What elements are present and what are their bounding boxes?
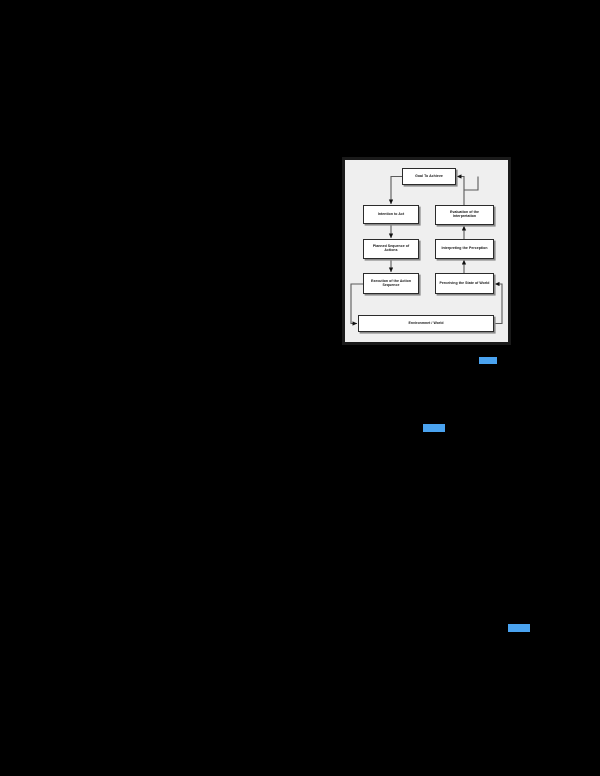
text-fragment-1 (479, 357, 497, 364)
text-fragment-3 (508, 624, 530, 632)
node-intention-label: Intention to Act (377, 211, 405, 216)
node-execution-label: Execution of the Action Sequence (370, 278, 412, 287)
figure-action-perception-cycle: Goal To Achieve Intention to Act Evaluat… (342, 157, 511, 345)
node-planned-label: Planned Sequence of Actions (372, 244, 410, 252)
node-environment-label: Environmnet / World (408, 320, 444, 325)
node-environment-world: Environmnet / World (358, 315, 494, 332)
node-execution-of-action-sequence: Execution of the Action Sequence (363, 273, 419, 294)
node-intention-to-act: Intention to Act (363, 205, 419, 224)
figure-inner-canvas: Goal To Achieve Intention to Act Evaluat… (345, 160, 508, 342)
node-goal-label: Goal To Achieve (415, 173, 443, 178)
node-perceiving-label: Perceiving the State of World (439, 280, 490, 285)
text-fragment-2 (423, 424, 445, 432)
node-goal-to-achieve: Goal To Achieve (402, 168, 456, 185)
node-interpreting-the-perception: Interpreting the Perception (435, 239, 494, 259)
node-perceiving-state-of-world: Perceiving the State of World (435, 273, 494, 294)
node-evaluation-of-interpretation: Evaluation of the Interpretation (435, 205, 494, 225)
node-evaluation-label: Evaluation of the Interpretation (449, 210, 480, 218)
node-interpreting-label: Interpreting the Perception (441, 246, 488, 251)
flowchart-connectors (350, 174, 503, 326)
node-planned-sequence-of-actions: Planned Sequence of Actions (363, 239, 419, 259)
